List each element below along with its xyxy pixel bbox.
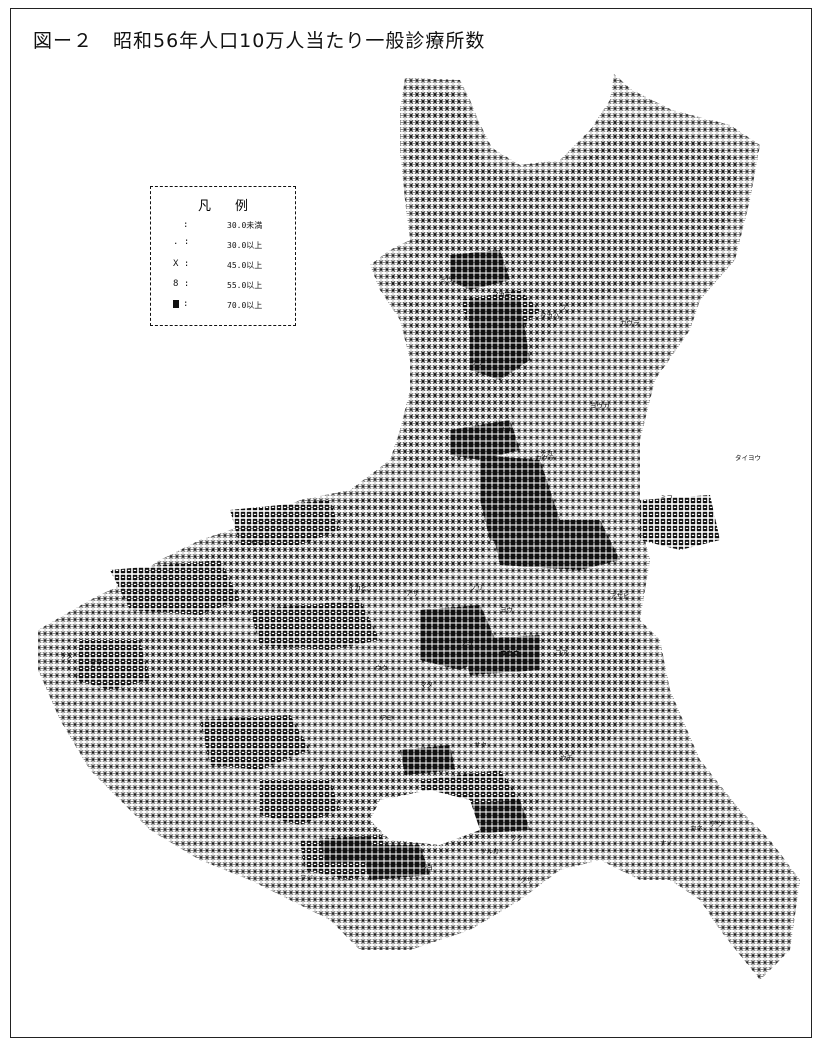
legend-label: 30.0未満 [227, 221, 263, 230]
legend-symbol-hatch: 8 : [173, 279, 190, 289]
place-label: ウリ [470, 359, 483, 367]
place-label: ヤマト [250, 539, 270, 547]
place-label: ソヌ [60, 652, 73, 660]
legend-title: 凡例 [197, 199, 272, 214]
legend-symbol-solid: : [173, 299, 201, 311]
place-label: タイヨウ [735, 453, 761, 462]
place-label: イカヒ [348, 584, 368, 592]
shade-region-hatch-9 [640, 495, 720, 550]
place-label: マカテ [492, 291, 512, 299]
place-label: ノリ [470, 584, 483, 592]
legend-row: 8 : 55.0以上 [165, 277, 285, 293]
place-label: タクマ [500, 649, 520, 658]
shade-region-hatch-3 [110, 560, 240, 615]
place-label: オカウ [500, 649, 520, 657]
legend-symbol-space: : [183, 220, 189, 230]
figure-title: 図ー２ 昭和56年人口10万人当たり一般診療所数 [33, 30, 486, 52]
place-label: ヨウカ [590, 402, 610, 410]
shade-region-hatch-7 [260, 780, 340, 825]
place-label: ヅ [494, 419, 501, 427]
place-label: ナノ [660, 839, 673, 847]
place-label: ツルカ [480, 847, 499, 855]
shade-region-solid-7 [460, 635, 540, 675]
legend-symbol-x: X : [173, 259, 190, 269]
place-label: サク [474, 741, 487, 749]
place-label: ツヨ [460, 639, 473, 647]
place-label: フ [560, 304, 567, 312]
place-label: シヨ [420, 864, 433, 872]
place-label: ワク [510, 834, 523, 842]
legend-box: 凡例 : 30.0未満 . : 30.0以上 X : 45.0以上 8 : 55.0以上: 70… [150, 186, 296, 326]
legend-label: 55.0以上 [227, 281, 263, 290]
place-label: イ [520, 294, 527, 302]
shade-region-solid-2 [470, 300, 530, 380]
place-label: タカハ [540, 311, 560, 320]
place-label: ミウ [440, 276, 453, 284]
blank-area-bay [370, 790, 480, 845]
place-label: ツノ [340, 874, 353, 882]
shade-region-x-north [390, 88, 740, 470]
legend-row: : 30.0未満 [165, 217, 285, 233]
place-label: アサ [406, 589, 419, 597]
shade-region-solid-8 [400, 745, 455, 775]
place-label: ナナ [500, 426, 513, 434]
legend-label: 45.0以上 [227, 261, 263, 270]
place-label: フジ [300, 874, 314, 882]
shade-region-x-east [510, 620, 640, 760]
place-label: アサヒ [610, 592, 630, 600]
shade-region-solid-9 [320, 836, 375, 864]
place-label: カクラ [535, 454, 555, 462]
place-label: アウ [710, 820, 723, 828]
shade-region-hatch-5 [76, 640, 150, 690]
place-label: アミ [380, 714, 393, 722]
place-label: テカ [540, 449, 553, 457]
place-label: ダヤ [90, 658, 103, 667]
legend-label: 30.0以上 [227, 241, 263, 250]
legend-row: : 70.0以上 [165, 297, 285, 313]
place-label: クサ [520, 876, 533, 884]
shade-region-x-central [160, 490, 500, 620]
place-label: カネ [690, 824, 704, 832]
shade-region-hatch-4 [250, 600, 380, 650]
place-label: ミフ [660, 494, 673, 502]
place-label: ブ [318, 763, 325, 772]
place-label: コア [555, 649, 569, 657]
shade-region-solid-5 [490, 520, 620, 570]
shade-region-solid-3 [450, 420, 520, 460]
shade-region-solid-1 [450, 250, 510, 290]
legend-symbol-dot: . : [173, 237, 190, 247]
shade-region-solid-11 [360, 845, 430, 880]
place-label: ウク [375, 664, 388, 672]
legend-label: 70.0以上 [227, 301, 263, 310]
legend-row: X : 45.0以上 [165, 257, 285, 273]
figure-frame [10, 8, 812, 1038]
shade-region-hatch-6 [200, 715, 310, 770]
place-labels: ミウマカテイフタカハカウラウリヅナナ ヨウカテカカクラミフ タイヨウヤマトイカヒアサ… [60, 276, 761, 884]
place-label: マタ [420, 680, 433, 689]
shade-region-hatch-2 [230, 500, 340, 545]
legend-row: . : 30.0以上 [165, 237, 285, 253]
place-label: ウチ [560, 754, 573, 762]
place-label: ヨウ [500, 606, 513, 614]
place-label: カウラ [620, 319, 640, 327]
